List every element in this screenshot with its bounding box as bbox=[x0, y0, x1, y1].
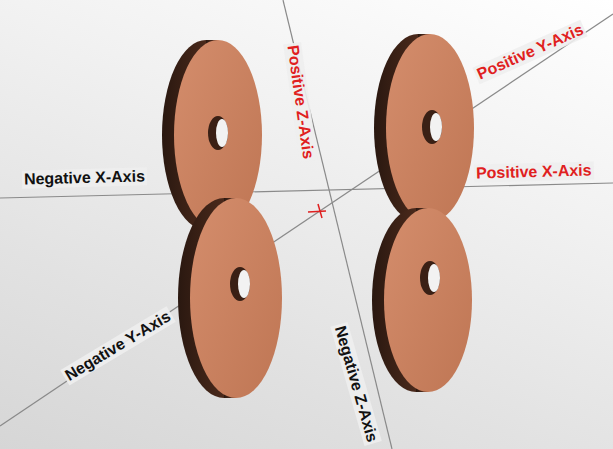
copper-ring bbox=[372, 208, 472, 392]
axis-label: Positive Y-Axis bbox=[472, 20, 588, 85]
z-axis-line bbox=[283, 0, 392, 449]
axis-label: Positive Z-Axis bbox=[283, 42, 317, 162]
y-axis-line bbox=[0, 14, 613, 426]
axis-label: Positive X-Axis bbox=[474, 161, 594, 182]
axis-label: Negative X-Axis bbox=[21, 167, 146, 188]
copper-ring bbox=[178, 198, 282, 398]
axis-label: Negative Z-Axis bbox=[330, 322, 381, 446]
origin-mark bbox=[308, 211, 326, 212]
copper-ring bbox=[374, 34, 474, 222]
axis-label: Negative Y-Axis bbox=[60, 306, 175, 385]
